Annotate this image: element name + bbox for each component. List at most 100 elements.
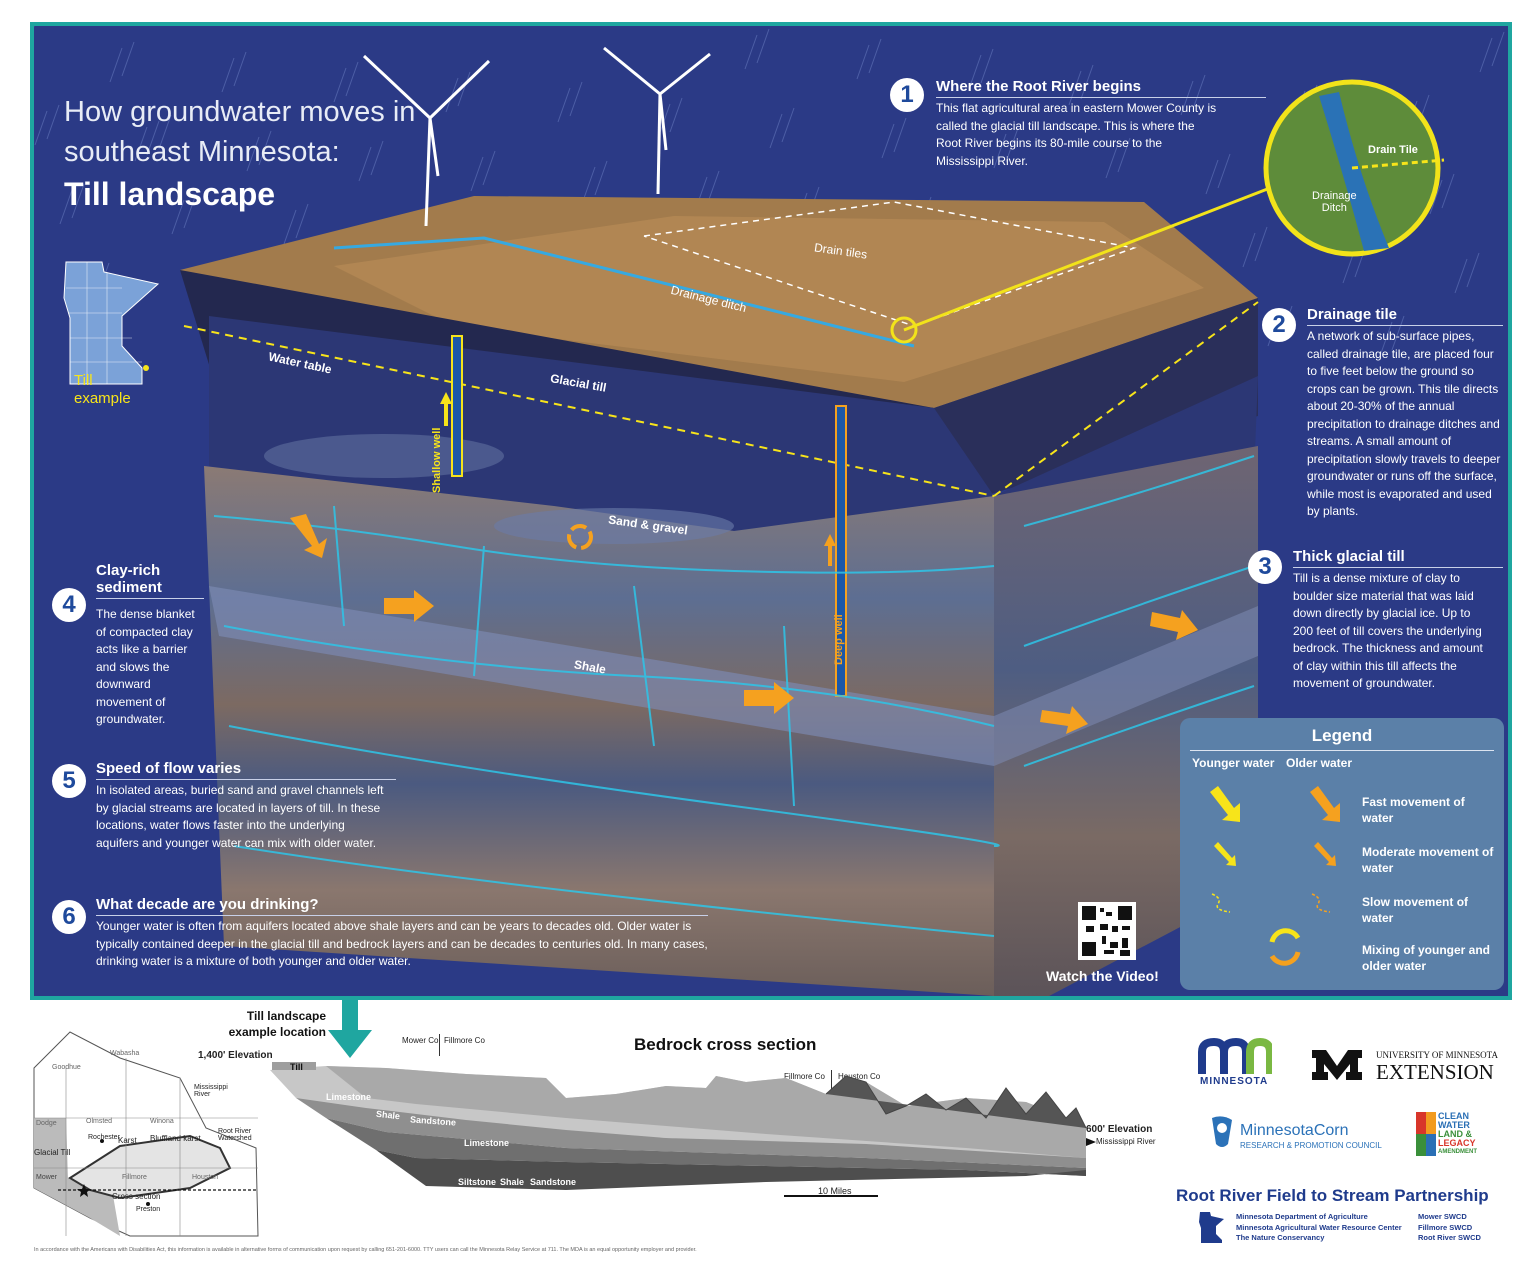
till-example-label: Till example bbox=[74, 372, 131, 407]
step-4-badge: 4 bbox=[52, 588, 86, 622]
map-rochester: Rochester bbox=[88, 1134, 120, 1141]
houston-co-label: Houston Co bbox=[838, 1072, 881, 1081]
ada-disclaimer: In accordance with the Americans with Di… bbox=[34, 1247, 697, 1253]
wind-turbines bbox=[362, 46, 711, 227]
legend-older-label: Older water bbox=[1286, 756, 1353, 770]
location-pointer-arrow bbox=[328, 1000, 372, 1058]
layer-shale-sandstone bbox=[296, 1098, 1086, 1168]
section-3-body: Till is a dense mixture of clay to bould… bbox=[1293, 571, 1483, 690]
legacy-word: LEGACY bbox=[1438, 1138, 1476, 1148]
map-wabasha: Wabasha bbox=[110, 1050, 140, 1057]
umn-logo-text-1: UNIVERSITY OF MINNESOTA bbox=[1376, 1050, 1498, 1060]
legend-fast: Fast movement of water bbox=[1362, 795, 1465, 825]
inset-pointer bbox=[903, 186, 1271, 332]
partnership-title: Root River Field to Stream Partnership bbox=[1176, 1186, 1489, 1205]
legend-mixing: Mixing of younger and older water bbox=[1362, 943, 1490, 973]
corn-logo-text-1: MinnesotaCorn bbox=[1240, 1122, 1349, 1139]
map-winona: Winona bbox=[150, 1118, 174, 1125]
step-6-badge: 6 bbox=[52, 900, 86, 934]
section-5-heading: Speed of flow varies bbox=[96, 760, 396, 780]
map-glacial-till: Glacial Till bbox=[34, 1148, 71, 1157]
section-4-heading: Clay-rich sediment bbox=[96, 562, 204, 599]
shallow-well bbox=[451, 335, 463, 477]
map-fillmore: Fillmore bbox=[122, 1174, 147, 1181]
watershed-map bbox=[33, 1031, 259, 1237]
clean-water-logo-icon[interactable] bbox=[1416, 1112, 1436, 1156]
section-3-heading: Thick glacial till bbox=[1293, 548, 1503, 568]
label-deep-well: Deep well bbox=[833, 614, 845, 665]
fillmore-co2-label: Fillmore Co bbox=[784, 1072, 825, 1081]
inset-drain-tile-label: Drain Tile bbox=[1368, 144, 1418, 156]
page-title: Till landscape bbox=[64, 176, 276, 212]
legend-slow: Slow movement of water bbox=[1362, 895, 1469, 925]
layer-limestone-lower bbox=[326, 1118, 1086, 1176]
section-2-heading: Drainage tile bbox=[1307, 306, 1503, 326]
cs-sandstone-2: Sandstone bbox=[530, 1177, 577, 1187]
cross-section-title: Bedrock cross section bbox=[634, 1035, 817, 1054]
partner-fillmore: Fillmore SWCD bbox=[1418, 1222, 1473, 1232]
layer-siltstone bbox=[376, 1150, 1086, 1190]
example-location-label: Till landscape example location bbox=[228, 1009, 326, 1039]
partnership-right: Mower SWCD Fillmore SWCD Root River SWCD bbox=[1418, 1212, 1481, 1244]
map-houston: Houston bbox=[192, 1174, 219, 1181]
step-2-badge: 2 bbox=[1262, 308, 1296, 342]
section-6-body: Younger water is often from aquifers loc… bbox=[96, 919, 708, 968]
umn-logo-text-2: EXTENSION bbox=[1376, 1060, 1494, 1084]
map-cross-section: Cross section bbox=[112, 1192, 161, 1201]
legend-moderate: Moderate movement of water bbox=[1362, 845, 1494, 875]
partner-tnc: The Nature Conservancy bbox=[1236, 1233, 1325, 1242]
legend: Legend Younger water Older water Fast mo… bbox=[1180, 718, 1504, 990]
amendment-word: AMENDMENT bbox=[1438, 1149, 1477, 1155]
step-5-badge: 5 bbox=[52, 764, 86, 798]
map-root-river: Root River Watershed bbox=[218, 1128, 252, 1142]
partner-mawrc: Minnesota Agricultural Water Resource Ce… bbox=[1236, 1222, 1402, 1232]
legend-arrows bbox=[1210, 786, 1340, 966]
corn-logo-text-2: RESEARCH & PROMOTION COUNCIL bbox=[1240, 1141, 1382, 1150]
map-olmsted: Olmsted bbox=[86, 1118, 113, 1125]
label-shallow-well: Shallow well bbox=[431, 427, 443, 493]
drainage-ditch bbox=[333, 236, 915, 348]
scale-label: 10 Miles bbox=[818, 1186, 852, 1196]
fast-arrow-icons bbox=[1210, 786, 1340, 822]
map-goodhue: Goodhue bbox=[52, 1064, 81, 1071]
example-star-icon bbox=[77, 1184, 91, 1197]
mn-partnership-icon bbox=[1199, 1212, 1224, 1243]
clean-word: CLEAN bbox=[1438, 1111, 1469, 1121]
legend-title: Legend bbox=[1311, 726, 1373, 745]
county-divider-2 bbox=[831, 1070, 832, 1104]
water-word: WATER bbox=[1438, 1120, 1470, 1130]
minnesota-state-map bbox=[63, 261, 160, 385]
moderate-arrow-icons bbox=[1214, 842, 1336, 866]
map-dodge: Dodge bbox=[36, 1120, 57, 1127]
step-3-badge: 3 bbox=[1248, 550, 1282, 584]
minnesota-logo-icon[interactable] bbox=[1198, 1038, 1272, 1076]
legend-younger-label: Younger water bbox=[1192, 756, 1275, 770]
elev-top-label: 1,400' Elevation bbox=[198, 1050, 273, 1061]
cs-limestone-2: Limestone bbox=[464, 1138, 510, 1148]
qr-code[interactable] bbox=[1078, 902, 1136, 960]
water-table-line bbox=[183, 325, 995, 497]
watch-video-label[interactable]: Watch the Video! bbox=[1046, 968, 1159, 984]
minnesota-corn-logo-icon[interactable] bbox=[1204, 1114, 1240, 1152]
county-divider-1 bbox=[439, 1034, 440, 1056]
umn-logo-icon[interactable] bbox=[1310, 1048, 1364, 1082]
section-4-body: The dense blanket of compacted clay acts… bbox=[96, 607, 195, 726]
partner-mda: Minnesota Department of Agriculture bbox=[1236, 1212, 1368, 1221]
slow-arrow-icons bbox=[1211, 893, 1331, 913]
inset-drainage-ditch-label: Drainage Ditch bbox=[1312, 190, 1357, 214]
section-6-heading: What decade are you drinking? bbox=[96, 896, 708, 916]
section-2-body: A network of sub-surface pipes, called d… bbox=[1307, 329, 1501, 518]
section-1-heading: Where the Root River begins bbox=[936, 78, 1266, 98]
mississippi-label: Mississippi River bbox=[1096, 1137, 1156, 1146]
cs-shale-2: Shale bbox=[500, 1177, 525, 1187]
land-word: LAND & bbox=[1438, 1129, 1472, 1139]
bedrock-cross-section bbox=[270, 1062, 1096, 1197]
cs-limestone-1: Limestone bbox=[326, 1092, 372, 1102]
map-mississippi: Mississippi River bbox=[194, 1084, 228, 1098]
minnesota-logo-text: MINNESOTA bbox=[1200, 1076, 1269, 1087]
drain-tiles bbox=[643, 201, 1137, 327]
mower-co-label: Mower Co bbox=[402, 1036, 439, 1045]
section-5-body: In isolated areas, buried sand and grave… bbox=[96, 783, 384, 850]
